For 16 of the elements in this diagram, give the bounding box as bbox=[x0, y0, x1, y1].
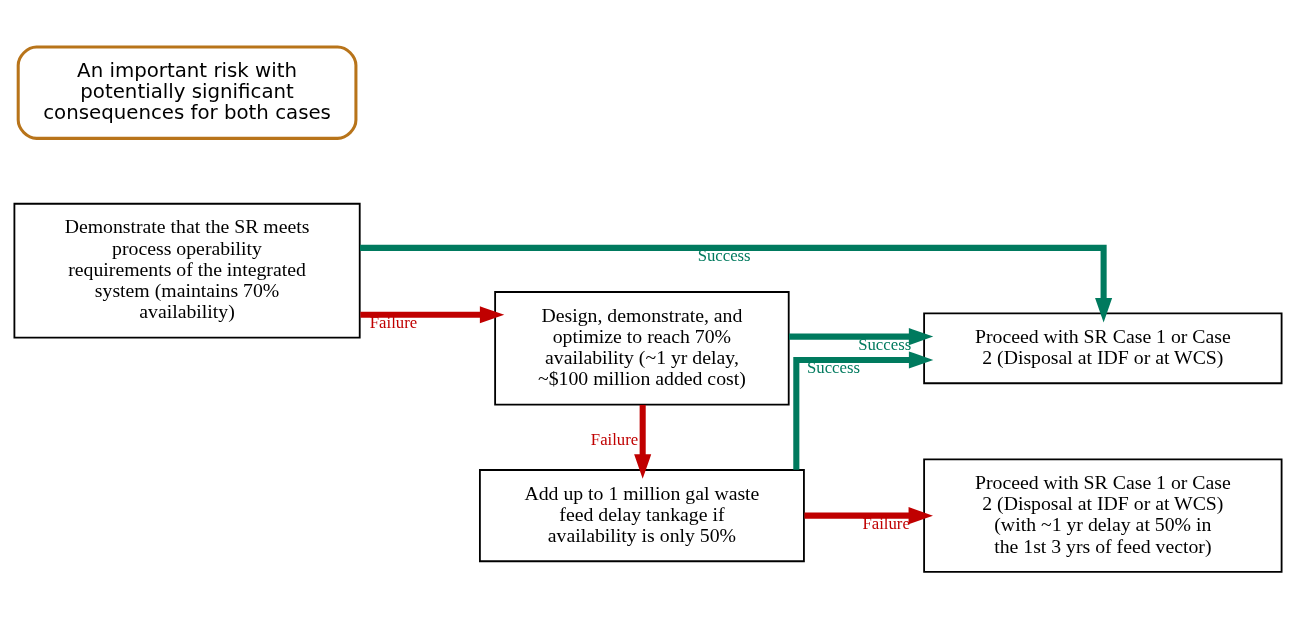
node-box: Proceed with SR Case 1 or Case 2 (Disposal at IDF or at WCS) (with ~1 yr delay at 50% in the 1st 3 yrs of feed vector) bbox=[923, 457, 1283, 573]
arrow bbox=[634, 404, 652, 479]
arrow bbox=[793, 350, 934, 470]
arrow bbox=[804, 506, 933, 524]
edge-label: Failure bbox=[369, 312, 418, 332]
edge-label: Success bbox=[806, 357, 860, 377]
edge-label: Success bbox=[697, 245, 751, 265]
node-box: Proceed with SR Case 1 or Case 2 (Disposal at IDF or at WCS) bbox=[923, 311, 1283, 384]
node-box: Add up to 1 million gal waste feed delay tankage if availability is only 50% bbox=[479, 468, 805, 562]
node-box: An important risk with potentially significant consequences for both cases bbox=[16, 45, 358, 140]
edge-label: Success bbox=[858, 334, 912, 354]
edge-label: Failure bbox=[862, 513, 910, 533]
node-box: Demonstrate that the SR meets process operability requirements of the integrated system (maintains 70% availability) bbox=[13, 202, 361, 339]
arrow bbox=[360, 305, 505, 323]
node-box: Design, demonstrate, and optimize to reach 70% availability (~1 yr delay, ~$100 million added cost) bbox=[494, 290, 790, 405]
edge-label: Failure bbox=[590, 429, 639, 449]
